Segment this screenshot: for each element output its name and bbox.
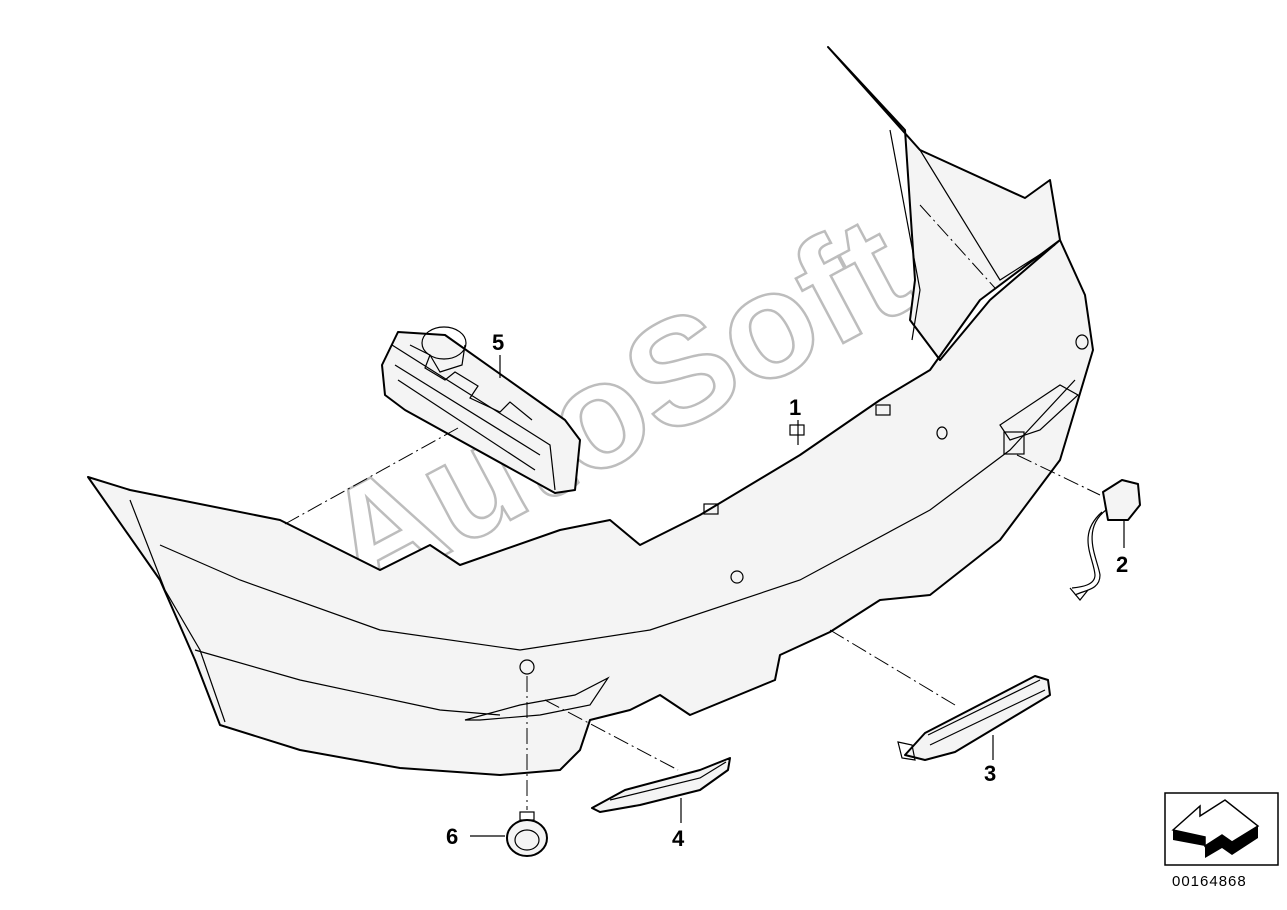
part-3-reflector[interactable] (897, 675, 1051, 761)
leader-lines (284, 204, 1101, 810)
rear-bumper[interactable] (87, 46, 1094, 776)
part-2-cap[interactable] (1069, 479, 1141, 601)
arrow-navigation-icon[interactable] (1164, 792, 1279, 866)
callout-3: 3 (984, 761, 996, 786)
callout-lines (470, 355, 1125, 837)
callout-5: 5 (492, 330, 504, 355)
callout-1: 1 (789, 395, 801, 420)
callout-2: 2 (1116, 552, 1128, 577)
part-5-bracket[interactable] (381, 326, 581, 494)
callout-6: 6 (446, 824, 458, 849)
part-6-sensor[interactable] (506, 811, 548, 857)
part-4-trim[interactable] (591, 757, 731, 813)
reference-number: 00164868 (1172, 873, 1247, 890)
callout-4: 4 (672, 826, 685, 851)
